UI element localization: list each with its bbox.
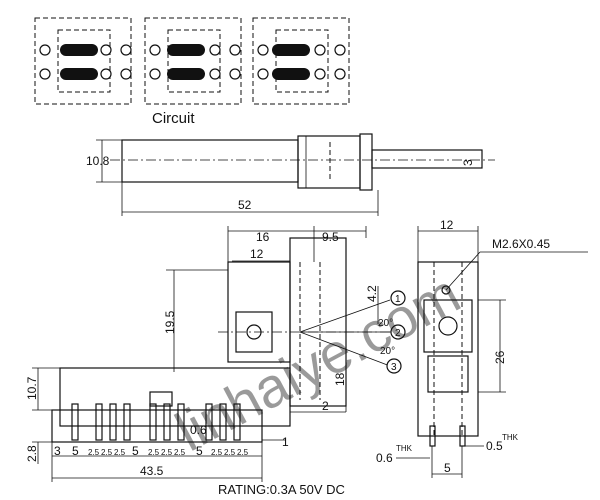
dim-12: 12	[250, 247, 264, 261]
pitch-label: 2.5	[224, 448, 236, 457]
front-view: 16 9.5 12 19.5 4.2 20° 20° 1 2 3 18 2 10…	[25, 226, 406, 482]
pitch-label: 2.5	[237, 448, 249, 457]
rating-label: RATING:0.3A 50V DC	[218, 482, 345, 497]
position-marker-1: 1	[395, 294, 401, 305]
circuit-block-1	[34, 17, 132, 105]
dim-1: 1	[282, 435, 289, 449]
side-view: 10.8 52 3	[86, 133, 495, 216]
side-height-dim: 10.8	[86, 154, 110, 168]
dim-4-2: 4.2	[365, 285, 379, 302]
end-pitch-dim: 5	[444, 461, 451, 475]
pitch-label: 2.5	[114, 448, 126, 457]
pitch-label: 2.5	[174, 448, 186, 457]
dim-18: 18	[333, 372, 347, 386]
pitch-label: 2.5	[161, 448, 173, 457]
thk-left-suffix: THK	[396, 444, 413, 453]
thk-left-value: 0.6	[376, 451, 393, 465]
watermark: linhaiye.com	[165, 261, 469, 463]
pitch-label: 3	[54, 444, 61, 458]
circuit-block-3	[252, 17, 350, 105]
circuit-block-2	[144, 17, 242, 105]
pitch-label: 5	[72, 444, 79, 458]
thk-right-suffix: THK	[502, 433, 519, 442]
dim-0-6: 0.6	[190, 423, 207, 437]
dim-19-5: 19.5	[163, 310, 177, 334]
pitch-label: 5	[132, 444, 139, 458]
dim-43-5: 43.5	[140, 464, 164, 478]
angle-label-upper: 20°	[378, 318, 393, 329]
circuit-schematic: Circuit	[34, 17, 350, 127]
dim-16: 16	[256, 230, 270, 244]
position-marker-2: 2	[395, 328, 401, 339]
end-height-dim: 26	[493, 350, 507, 364]
thk-right-value: 0.5	[486, 439, 503, 453]
pitch-label: 2.5	[88, 448, 100, 457]
dim-2: 2	[322, 399, 329, 413]
terminal-pins	[71, 403, 241, 441]
pitch-label: 5	[196, 444, 203, 458]
end-view: 12 M2.6X0.45 26 0.6 THK 0.5 THK 5	[376, 218, 588, 478]
position-marker-3: 3	[391, 362, 397, 373]
shaft-dim: 3	[461, 159, 475, 166]
pitch-label: 2.5	[211, 448, 223, 457]
end-width-dim: 12	[440, 218, 454, 232]
pitch-label: 2.5	[101, 448, 113, 457]
angle-label-lower: 20°	[380, 346, 395, 357]
pitch-labels: 3 5 2.5 2.5 2.5 5 2.5 2.5 2.5 5 2.5 2.5 …	[54, 444, 249, 458]
pitch-label: 2.5	[148, 448, 160, 457]
dim-2-8: 2.8	[25, 445, 39, 462]
dim-10-7: 10.7	[25, 376, 39, 400]
circuit-caption: Circuit	[152, 110, 195, 127]
screw-spec-label: M2.6X0.45	[492, 237, 550, 251]
side-length-dim: 52	[238, 198, 252, 212]
dim-9-5: 9.5	[322, 230, 339, 244]
